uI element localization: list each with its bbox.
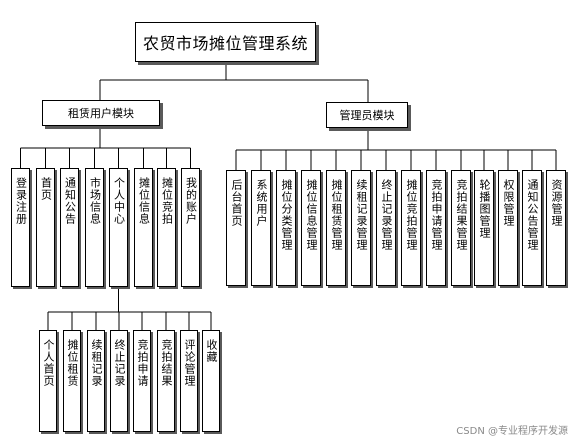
node-label: 评论管理	[183, 339, 196, 387]
node-label: 资源管理	[550, 179, 563, 227]
node-label: 摊位租赁	[66, 339, 79, 387]
personal-center-item: 收藏	[202, 330, 220, 432]
node-label: 首页	[39, 177, 53, 201]
personal-center-item: 竞拍申请	[133, 330, 151, 432]
admin-item: 竞拍申请管理	[426, 170, 446, 286]
node-label: 竞拍申请管理	[430, 179, 443, 251]
tenant-item: 我的账户	[181, 168, 200, 287]
node-label: 竞拍结果管理	[455, 179, 468, 251]
personal-center-item: 摊位租赁	[63, 330, 81, 432]
node-label: 竞拍结果	[160, 339, 173, 387]
admin-item: 摊位租赁管理	[326, 170, 346, 286]
node-label: 后台首页	[230, 179, 243, 227]
node-label: 摊位竞拍	[160, 177, 174, 225]
personal-center-item: 评论管理	[180, 330, 198, 432]
node-label: 续租记录管理	[355, 179, 368, 251]
tenant-item: 登录注册	[11, 168, 30, 287]
admin-item: 续租记录管理	[351, 170, 371, 286]
tenant-item: 摊位信息	[134, 168, 153, 287]
node-label: 终止记录	[113, 339, 126, 387]
admin-item: 系统用户	[251, 170, 271, 286]
tenant-item: 个人中心	[109, 168, 128, 287]
node-label: 终止记录管理	[380, 179, 393, 251]
node-label: 系统用户	[255, 179, 268, 227]
tenant-item: 首页	[36, 168, 55, 287]
admin-item: 通知公告管理	[522, 170, 542, 286]
tenant-item: 摊位竞拍	[157, 168, 176, 287]
node-label: 摊位竞拍管理	[405, 179, 418, 251]
node-label: 摊位信息	[137, 177, 151, 225]
node-label: 登录注册	[14, 177, 28, 225]
node-label: 摊位租赁管理	[330, 179, 343, 251]
admin-item: 摊位竞拍管理	[401, 170, 421, 286]
personal-center-item: 竞拍结果	[157, 330, 175, 432]
node-label: 通知公告管理	[526, 179, 539, 251]
node-label: 我的账户	[184, 177, 198, 225]
node-label: 续租记录	[90, 339, 103, 387]
watermark: CSDN @专业程序开发源	[456, 426, 568, 437]
node-label: 摊位信息管理	[305, 179, 318, 251]
personal-center-item: 个人首页	[39, 330, 57, 432]
admin-item: 后台首页	[226, 170, 246, 286]
admin-item: 摊位分类管理	[276, 170, 296, 286]
tenant-module: 租赁用户模块	[42, 100, 160, 126]
personal-center-item: 续租记录	[87, 330, 105, 432]
node-label: 个人首页	[42, 339, 55, 387]
node-label: 市场信息	[88, 177, 102, 225]
node-label: 个人中心	[112, 177, 126, 225]
tenant-item: 通知公告	[60, 168, 79, 287]
admin-item: 终止记录管理	[376, 170, 396, 286]
system-title: 农贸市场摊位管理系统	[135, 22, 316, 62]
node-label: 通知公告	[63, 177, 77, 225]
node-label: 竞拍申请	[136, 339, 149, 387]
personal-center-item: 终止记录	[110, 330, 128, 432]
node-label: 轮播图管理	[478, 179, 491, 239]
tenant-item: 市场信息	[85, 168, 104, 287]
node-label: 摊位分类管理	[280, 179, 293, 251]
admin-module: 管理员模块	[326, 102, 408, 128]
admin-item: 权限管理	[498, 170, 518, 286]
node-label: 权限管理	[502, 179, 515, 227]
admin-item: 竞拍结果管理	[451, 170, 471, 286]
admin-item: 资源管理	[546, 170, 566, 286]
admin-item: 摊位信息管理	[301, 170, 321, 286]
node-label: 收藏	[205, 339, 218, 363]
admin-item: 轮播图管理	[474, 170, 494, 286]
